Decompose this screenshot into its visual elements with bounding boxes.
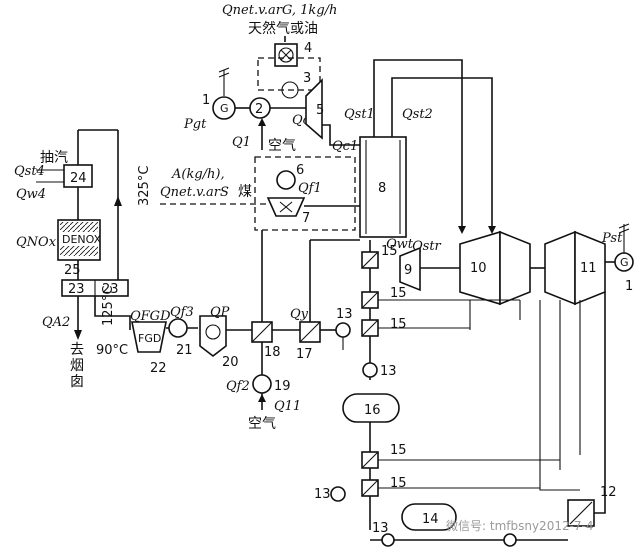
qwt-label: Qwt bbox=[386, 237, 414, 252]
turbine-9 bbox=[399, 246, 421, 292]
label-10: 10 bbox=[470, 261, 487, 276]
steam-line-qst2 bbox=[391, 77, 493, 230]
component-3 bbox=[281, 81, 299, 99]
fuel-flow-label: Qnet.v.arG, 1kg/h bbox=[222, 3, 337, 18]
label-16: 16 bbox=[364, 403, 381, 418]
fuel-type-label: 天然气或油 bbox=[248, 20, 318, 37]
q1-label: Q1 bbox=[232, 135, 251, 150]
qst2-label: Qst2 bbox=[402, 107, 433, 122]
label-3: 3 bbox=[303, 71, 311, 86]
to-stack-label-2: 烟 bbox=[70, 358, 84, 374]
label-13-b: 13 bbox=[336, 307, 353, 322]
label-21: 21 bbox=[176, 343, 193, 358]
watermark: 微信号: tmfbsny2012-7-4 bbox=[446, 519, 594, 533]
qst4-label: Qst4 bbox=[14, 164, 45, 179]
qp-label: QP bbox=[210, 305, 230, 320]
gas-to-fgd bbox=[94, 296, 131, 330]
boiler-8 bbox=[359, 136, 407, 238]
label-18: 18 bbox=[264, 345, 281, 360]
label-5: 5 bbox=[316, 103, 324, 118]
label-15-a: 15 bbox=[381, 244, 398, 259]
fan-21 bbox=[168, 318, 188, 338]
label-8: 8 bbox=[378, 181, 386, 196]
denox-label: DENOX bbox=[62, 233, 102, 246]
qy-label: Qy bbox=[290, 307, 309, 322]
pst-label: Pst bbox=[601, 231, 623, 246]
temp-125: 125°C bbox=[101, 286, 116, 326]
pump-13-e bbox=[381, 533, 395, 547]
steam-line-qst1 bbox=[373, 59, 463, 230]
turbine-10b bbox=[499, 230, 531, 306]
condenser-14 bbox=[401, 503, 457, 531]
air-label-1: 空气 bbox=[268, 138, 296, 154]
coal-flow-label: A(kg/h), bbox=[171, 167, 225, 182]
coal-label: 煤 bbox=[238, 184, 252, 200]
label-24: 24 bbox=[70, 171, 87, 186]
combustor-burner-icon bbox=[278, 47, 294, 63]
condenser-line bbox=[594, 292, 606, 514]
label-4: 4 bbox=[304, 41, 312, 56]
qst1-label: Qst1 bbox=[344, 107, 375, 122]
label-13-c: 13 bbox=[314, 487, 331, 502]
extraction-line-a bbox=[539, 300, 580, 491]
label-25: 25 bbox=[64, 263, 81, 278]
pump-13-c bbox=[330, 486, 346, 502]
label-13-d: 13 bbox=[372, 521, 389, 536]
air-label-2: 空气 bbox=[248, 416, 276, 432]
qnox-label: QNOx bbox=[16, 235, 57, 250]
deaerator-16 bbox=[342, 393, 400, 423]
fgd-label: FGD bbox=[138, 332, 161, 345]
label-1-left: 1 bbox=[202, 93, 210, 108]
label-13-a: 13 bbox=[380, 364, 397, 379]
pump-13-f bbox=[503, 533, 517, 547]
label-15-c: 15 bbox=[390, 317, 407, 332]
label-15-b: 15 bbox=[390, 286, 407, 301]
label-23-b: 23 bbox=[102, 282, 119, 297]
label-15-d: 15 bbox=[390, 443, 407, 458]
to-stack-label-1: 去 bbox=[70, 342, 84, 358]
label-11: 11 bbox=[580, 261, 597, 276]
qw4-label: Qw4 bbox=[16, 187, 46, 202]
label-15-e: 15 bbox=[390, 476, 407, 491]
label-22: 22 bbox=[150, 361, 167, 376]
label-1-right: 1 bbox=[625, 279, 633, 294]
label-9: 9 bbox=[404, 263, 412, 278]
label-12: 12 bbox=[600, 485, 617, 500]
q11-label: Q11 bbox=[274, 399, 301, 414]
qf1-label: Qf1 bbox=[298, 181, 322, 196]
to-stack-label-3: 囱 bbox=[70, 374, 84, 390]
gt-dashed-boundary bbox=[257, 57, 321, 91]
pgt-label: Pgt bbox=[183, 117, 207, 132]
label-2: 2 bbox=[255, 102, 263, 117]
turbine-11a bbox=[544, 230, 576, 306]
qf2-label: Qf2 bbox=[226, 379, 250, 394]
qf3-label: Qf3 bbox=[170, 305, 194, 320]
gt-exhaust-line bbox=[322, 124, 360, 146]
label-20: 20 bbox=[222, 355, 239, 370]
label-7: 7 bbox=[302, 211, 310, 226]
label-23-a: 23 bbox=[68, 282, 85, 297]
qc1-label: Qc1 bbox=[332, 139, 358, 154]
fan-6 bbox=[276, 170, 296, 190]
qfgd-label: QFGD bbox=[130, 309, 171, 324]
coal-mill-boundary bbox=[254, 156, 356, 231]
fgd-22 bbox=[131, 321, 167, 353]
label-19: 19 bbox=[274, 379, 291, 394]
pump-13-b bbox=[335, 322, 351, 338]
generator-g-label: G bbox=[220, 102, 229, 115]
qa2-label: QA2 bbox=[42, 315, 70, 330]
coal-heat-label: Qnet.v.arS bbox=[160, 185, 229, 200]
generator-right-g: G bbox=[620, 256, 629, 269]
label-14: 14 bbox=[422, 512, 439, 527]
fan-19 bbox=[252, 374, 272, 394]
label-17: 17 bbox=[296, 347, 313, 362]
precipitator-20 bbox=[199, 315, 227, 358]
pump-13-a bbox=[362, 362, 378, 378]
gas-turbine-5 bbox=[305, 78, 323, 140]
extraction-label: 抽汽 bbox=[40, 150, 68, 166]
temp-325: 325°C bbox=[137, 166, 152, 206]
label-6: 6 bbox=[296, 163, 304, 178]
temp-90: 90°C bbox=[96, 343, 128, 358]
